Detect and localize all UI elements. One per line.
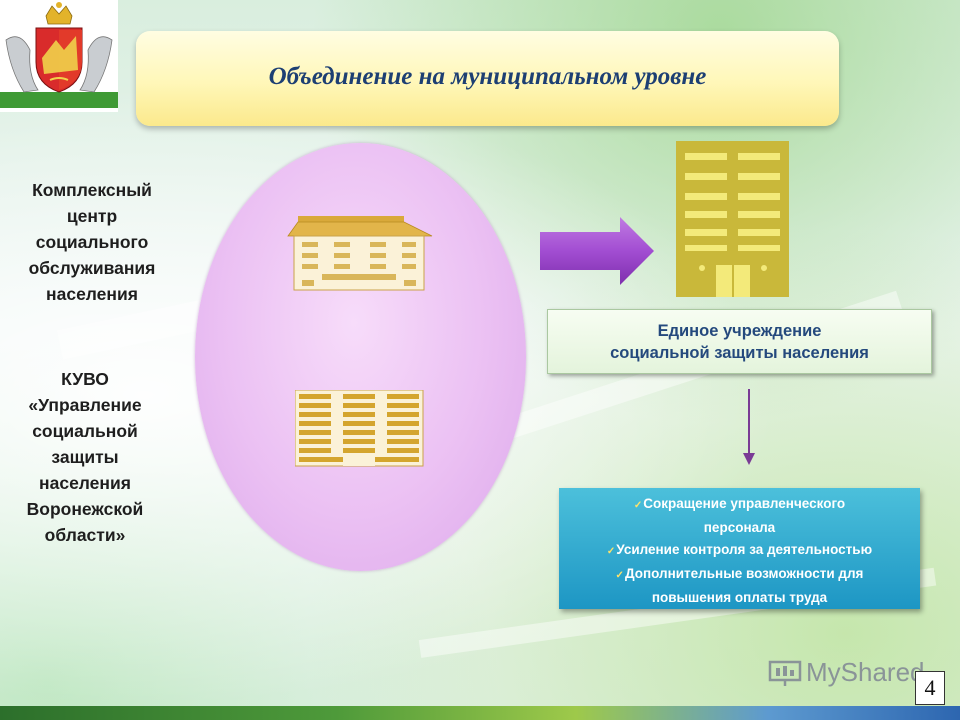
bottom-stripe	[0, 706, 960, 720]
kuvo-label-line: «Управление	[28, 395, 142, 415]
center-label-line: обслуживания	[28, 258, 156, 278]
benefit-item-cont: повышения оплаты труда	[651, 590, 828, 605]
kuvo-label-line: социальной	[32, 421, 138, 441]
low-building-icon	[286, 214, 434, 297]
institution-line: Единое учреждение	[657, 321, 822, 340]
tall-building-icon	[676, 141, 791, 302]
benefit-text: Усиление контроля за деятельностью	[616, 542, 873, 557]
benefit-item: ✓Усиление контроля за деятельностью	[559, 539, 920, 563]
watermark: MyShared	[768, 656, 925, 688]
center-label-line: Комплексный	[32, 180, 152, 200]
kuvo-label-line: населения	[39, 473, 131, 493]
center-label-line: социального	[35, 232, 149, 252]
down-arrow-icon	[743, 389, 755, 472]
watermark-text: MyShared	[806, 656, 925, 687]
kuvo-label-line: Воронежской	[26, 499, 144, 519]
check-icon: ✓	[633, 500, 643, 511]
kuvo-label: КУВО «Управление социальной защиты насел…	[5, 366, 165, 548]
benefit-item: ✓Дополнительные возможности для	[559, 563, 920, 587]
title-banner: Объединение на муниципальном уровне	[136, 31, 839, 126]
office-building-icon	[294, 389, 425, 483]
center-label-line: населения	[46, 284, 138, 304]
benefit-text: Сокращение управленческого	[643, 496, 846, 511]
check-icon: ✓	[606, 546, 616, 557]
benefit-item-cont: персонала	[703, 520, 776, 535]
kuvo-label-line: защиты	[51, 447, 119, 467]
institution-line: социальной защиты населения	[610, 343, 869, 362]
benefits-box: ✓Сокращение управленческого персонала ✓У…	[559, 488, 920, 609]
page-number: 4	[915, 671, 945, 705]
kuvo-label-line: КУВО	[61, 369, 109, 389]
page-title: Объединение на муниципальном уровне	[268, 62, 707, 90]
check-icon: ✓	[615, 570, 624, 581]
benefit-text: Дополнительные возможности для	[624, 566, 864, 581]
merge-ellipse	[195, 143, 526, 571]
kuvo-label-line: области»	[44, 525, 126, 545]
center-label: Комплексный центр социального обслуживан…	[12, 177, 172, 307]
center-label-line: центр	[66, 206, 118, 226]
right-arrow-icon	[540, 217, 656, 290]
unified-institution-box: Единое учреждение социальной защиты насе…	[547, 309, 932, 374]
benefit-item: ✓Сокращение управленческого	[559, 493, 920, 517]
coat-of-arms-icon	[0, 0, 118, 112]
presentation-icon	[768, 660, 802, 686]
